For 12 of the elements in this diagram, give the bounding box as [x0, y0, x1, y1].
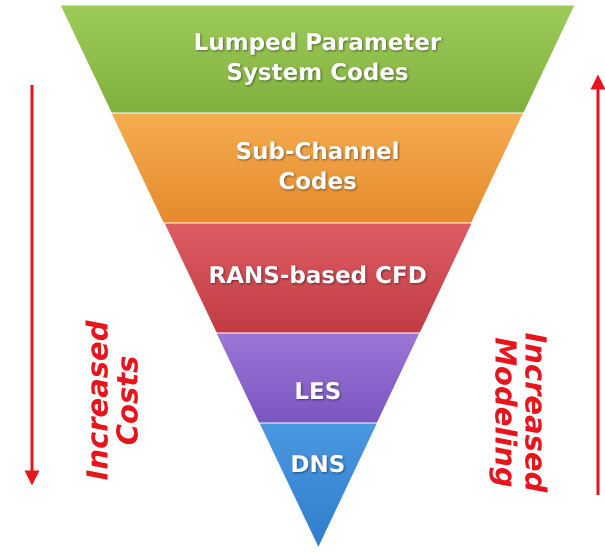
band-label: Lumped Parameter System Codes: [192, 29, 442, 88]
band-label: DNS: [289, 451, 346, 480]
pyramid-band: [164, 223, 472, 333]
band-label: Sub-Channel Codes: [234, 138, 401, 197]
pyramid-band: [216, 333, 420, 423]
band-label: LES: [293, 378, 342, 407]
pyramid-band: [60, 5, 575, 113]
axis-note: Increased Modeling: [490, 331, 550, 494]
band-label: RANS-based CFD: [208, 262, 428, 291]
pyramid-band: [111, 113, 524, 223]
axis-note: Increased Costs: [82, 319, 144, 482]
pyramid-band: [258, 423, 378, 548]
